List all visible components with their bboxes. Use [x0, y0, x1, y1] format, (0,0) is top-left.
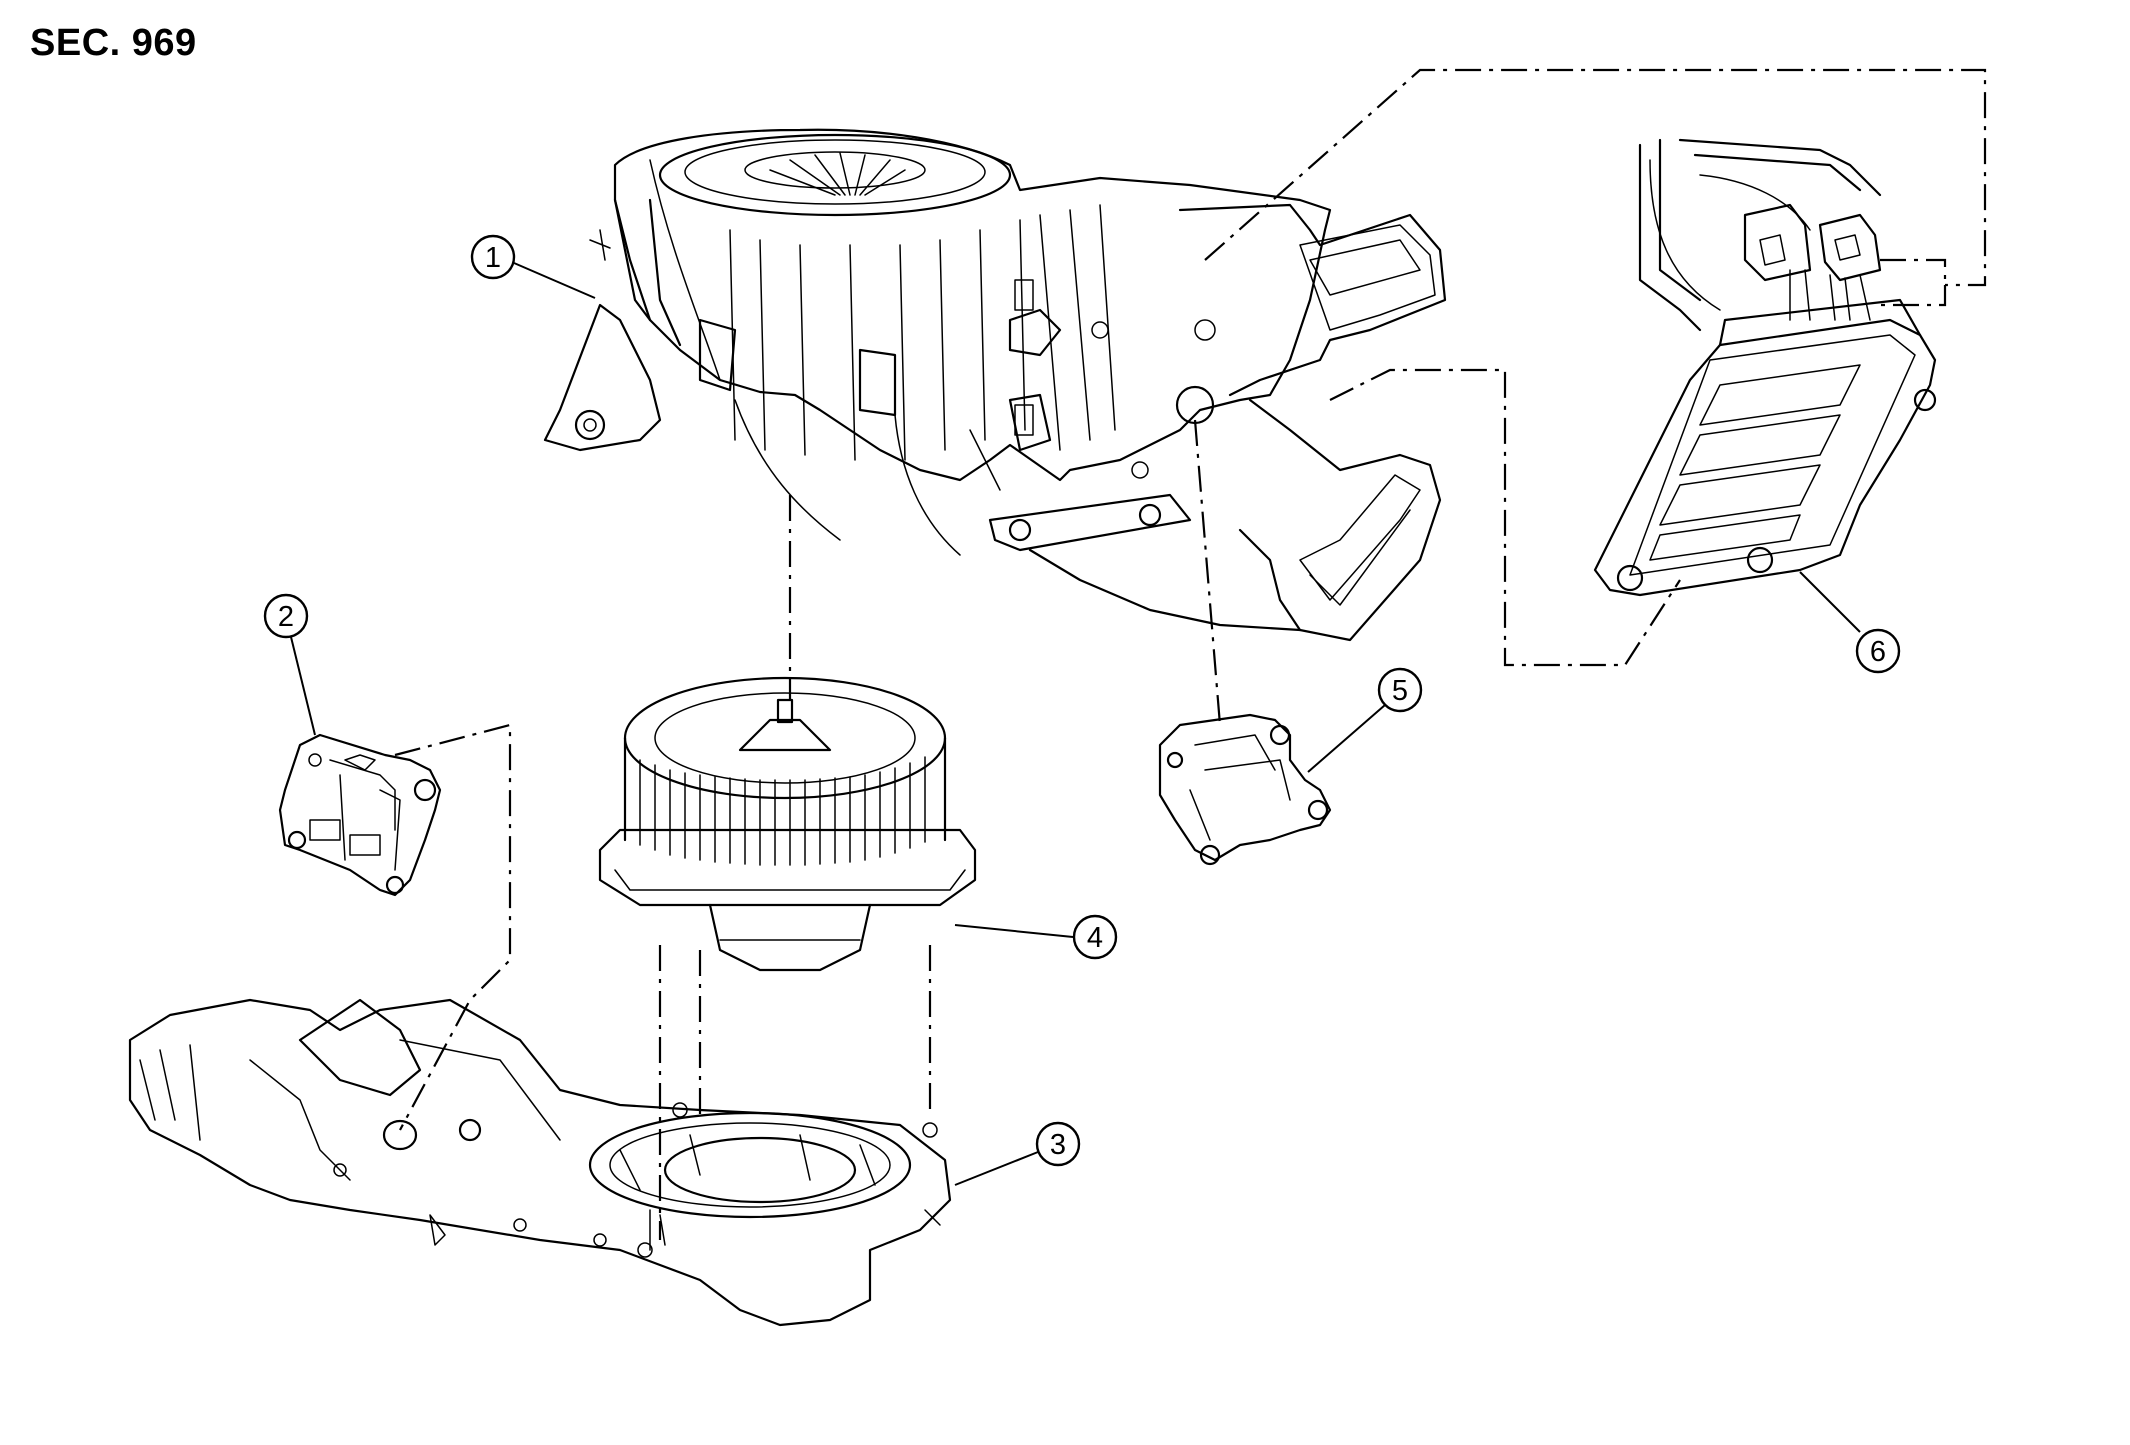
callout-2-label: 2	[278, 601, 294, 633]
callout-1-label: 1	[485, 242, 501, 274]
section-title: SEC. 969	[30, 22, 197, 64]
fan-control-amp	[1593, 138, 1937, 597]
callout-5-label: 5	[1392, 675, 1408, 707]
callout-3-label: 3	[1050, 1129, 1066, 1161]
callout-5: 5	[1307, 667, 1423, 773]
callout-6-label: 6	[1870, 636, 1886, 668]
intake-housing-lower	[128, 998, 952, 1327]
callout-3: 3	[954, 1121, 1081, 1186]
intake-door-actuator	[278, 733, 442, 897]
callout-4-label: 4	[1087, 922, 1103, 954]
blower-motor	[598, 676, 977, 972]
callout-2: 2	[263, 593, 316, 736]
blower-housing-upper	[543, 128, 1447, 642]
callout-6: 6	[1799, 571, 1901, 674]
callout-4: 4	[954, 914, 1118, 960]
air-mix-door-actuator	[1158, 713, 1332, 866]
assembly-lines	[394, 68, 1987, 1240]
callout-1: 1	[470, 234, 596, 299]
